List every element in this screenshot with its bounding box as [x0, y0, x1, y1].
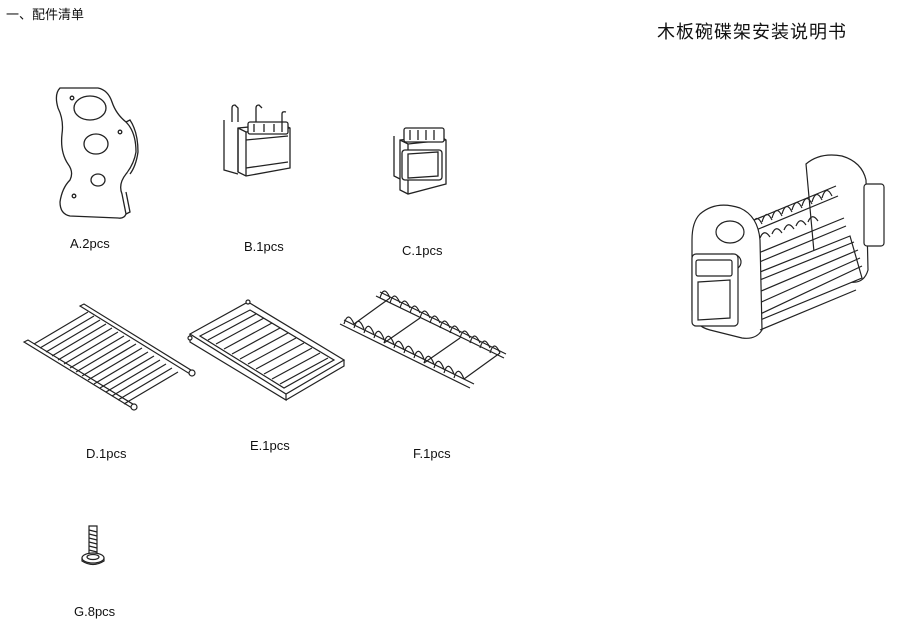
plate-rack-icon	[336, 290, 508, 394]
section-heading: 一、配件清单	[6, 8, 85, 23]
document-title: 木板碗碟架安装说明书	[657, 22, 847, 43]
drip-tray-icon	[186, 298, 350, 400]
utensil-holder-large-icon	[220, 104, 300, 190]
part-label-g: G.8pcs	[74, 604, 116, 619]
part-label-b: B.1pcs	[244, 239, 284, 254]
part-label-a: A.2pcs	[70, 236, 110, 251]
part-label-d: D.1pcs	[86, 446, 127, 461]
wire-shelf-icon	[22, 302, 194, 414]
part-label-c: C.1pcs	[402, 243, 443, 258]
assembled-dish-rack-icon	[686, 150, 886, 340]
part-label-f: F.1pcs	[413, 446, 451, 461]
side-panel-icon	[50, 84, 138, 220]
screw-icon	[80, 524, 108, 568]
utensil-holder-small-icon	[392, 122, 450, 200]
part-label-e: E.1pcs	[250, 438, 290, 453]
